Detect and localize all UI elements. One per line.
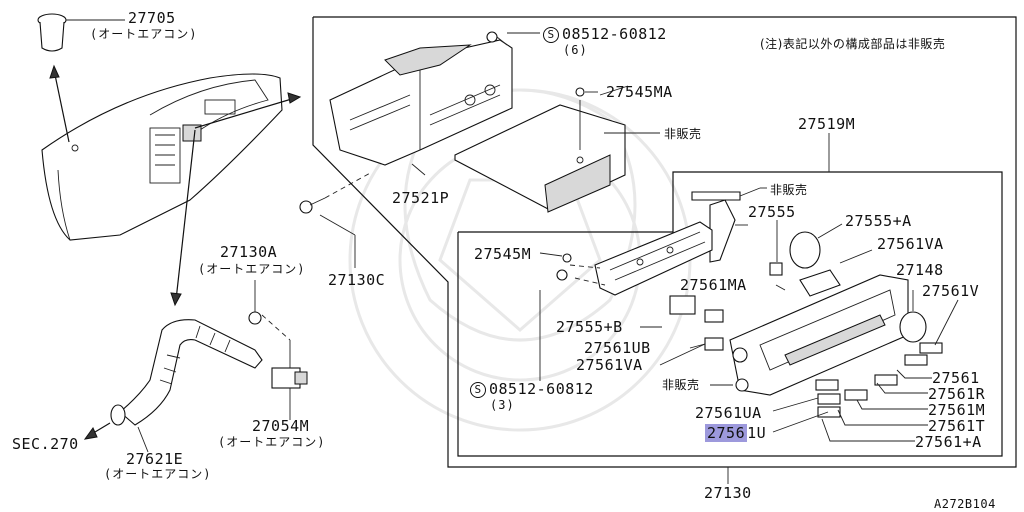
label-27561MA[interactable]: 27561MA xyxy=(680,276,747,294)
label-27130A[interactable]: 27130A xyxy=(220,243,278,261)
label-not-sold-3: 非販売 xyxy=(662,378,700,392)
assembly-outline-27130 xyxy=(312,16,1017,468)
label-27561R[interactable]: 27561R xyxy=(928,385,986,403)
dashboard-arrows xyxy=(49,64,302,307)
screw-08512-top xyxy=(486,31,598,97)
screw-27130C xyxy=(299,171,373,268)
aspirator-hose-27621E xyxy=(83,319,263,453)
s-symbol-icon: S xyxy=(470,382,486,398)
label-27561U-rest: 1U xyxy=(747,424,767,442)
label-not-sold-2: 非販売 xyxy=(770,183,808,197)
connector-27054M xyxy=(248,280,308,420)
label-27561UA[interactable]: 27561UA xyxy=(695,404,762,422)
label-27705-sub: (オートエアコン) xyxy=(90,27,198,41)
label-27561[interactable]: 27561 xyxy=(932,369,980,387)
label-27621E[interactable]: 27621E xyxy=(126,450,184,468)
label-08512-top-num: 08512-60812 xyxy=(562,25,667,43)
label-27130[interactable]: 27130 xyxy=(704,484,752,502)
buttons-27561 xyxy=(669,295,943,418)
s-symbol-icon: S xyxy=(543,27,559,43)
label-08512-top-qty: (6) xyxy=(563,43,588,57)
label-08512-bottom-num: 08512-60812 xyxy=(489,380,594,398)
dashboard-illustration xyxy=(41,73,283,241)
label-27561UB[interactable]: 27561UB xyxy=(584,339,651,357)
front-panel xyxy=(729,274,927,396)
label-08512-bottom-qty: (3) xyxy=(490,398,515,412)
label-27521P[interactable]: 27521P xyxy=(392,189,450,207)
bracket-plate xyxy=(454,100,660,213)
label-27561V[interactable]: 27561V xyxy=(922,282,980,300)
label-27130A-sub: (オートエアコン) xyxy=(198,262,306,276)
knob-parts-27555 xyxy=(769,220,873,297)
circuit-board xyxy=(556,221,713,296)
label-27054M-sub: (オートエアコン) xyxy=(218,435,326,449)
label-27545M[interactable]: 27545M xyxy=(474,245,532,263)
label-27561VA-mid[interactable]: 27561VA xyxy=(576,356,643,374)
wiring-harness xyxy=(691,187,761,263)
label-not-sold-1: 非販売 xyxy=(664,127,702,141)
leader-lines xyxy=(539,85,959,484)
sensor-27705 xyxy=(37,13,125,52)
label-27561M[interactable]: 27561M xyxy=(928,401,986,419)
label-27555B[interactable]: 27555+B xyxy=(556,318,623,336)
label-27555[interactable]: 27555 xyxy=(748,203,796,221)
label-27705[interactable]: 27705 xyxy=(128,9,176,27)
label-27621E-sub: (オートエアコン) xyxy=(104,467,212,481)
diagram-code: A272B104 xyxy=(934,497,996,511)
label-sec270[interactable]: SEC.270 xyxy=(12,435,79,453)
label-27130C[interactable]: 27130C xyxy=(328,271,386,289)
note-not-sold-parts: (注)表記以外の構成部品は非販売 xyxy=(760,37,946,51)
label-27519M[interactable]: 27519M xyxy=(798,115,856,133)
control-unit-27521P xyxy=(329,39,513,176)
label-27561T[interactable]: 27561T xyxy=(928,417,986,435)
label-27561A[interactable]: 27561+A xyxy=(915,433,982,451)
highlighted-part-number: 2756 xyxy=(705,424,748,442)
label-27545MA[interactable]: 27545MA xyxy=(606,83,673,101)
label-27054M[interactable]: 27054M xyxy=(252,417,310,435)
label-27561VA-top[interactable]: 27561VA xyxy=(877,235,944,253)
label-27555A[interactable]: 27555+A xyxy=(845,212,912,230)
label-27148[interactable]: 27148 xyxy=(896,261,944,279)
